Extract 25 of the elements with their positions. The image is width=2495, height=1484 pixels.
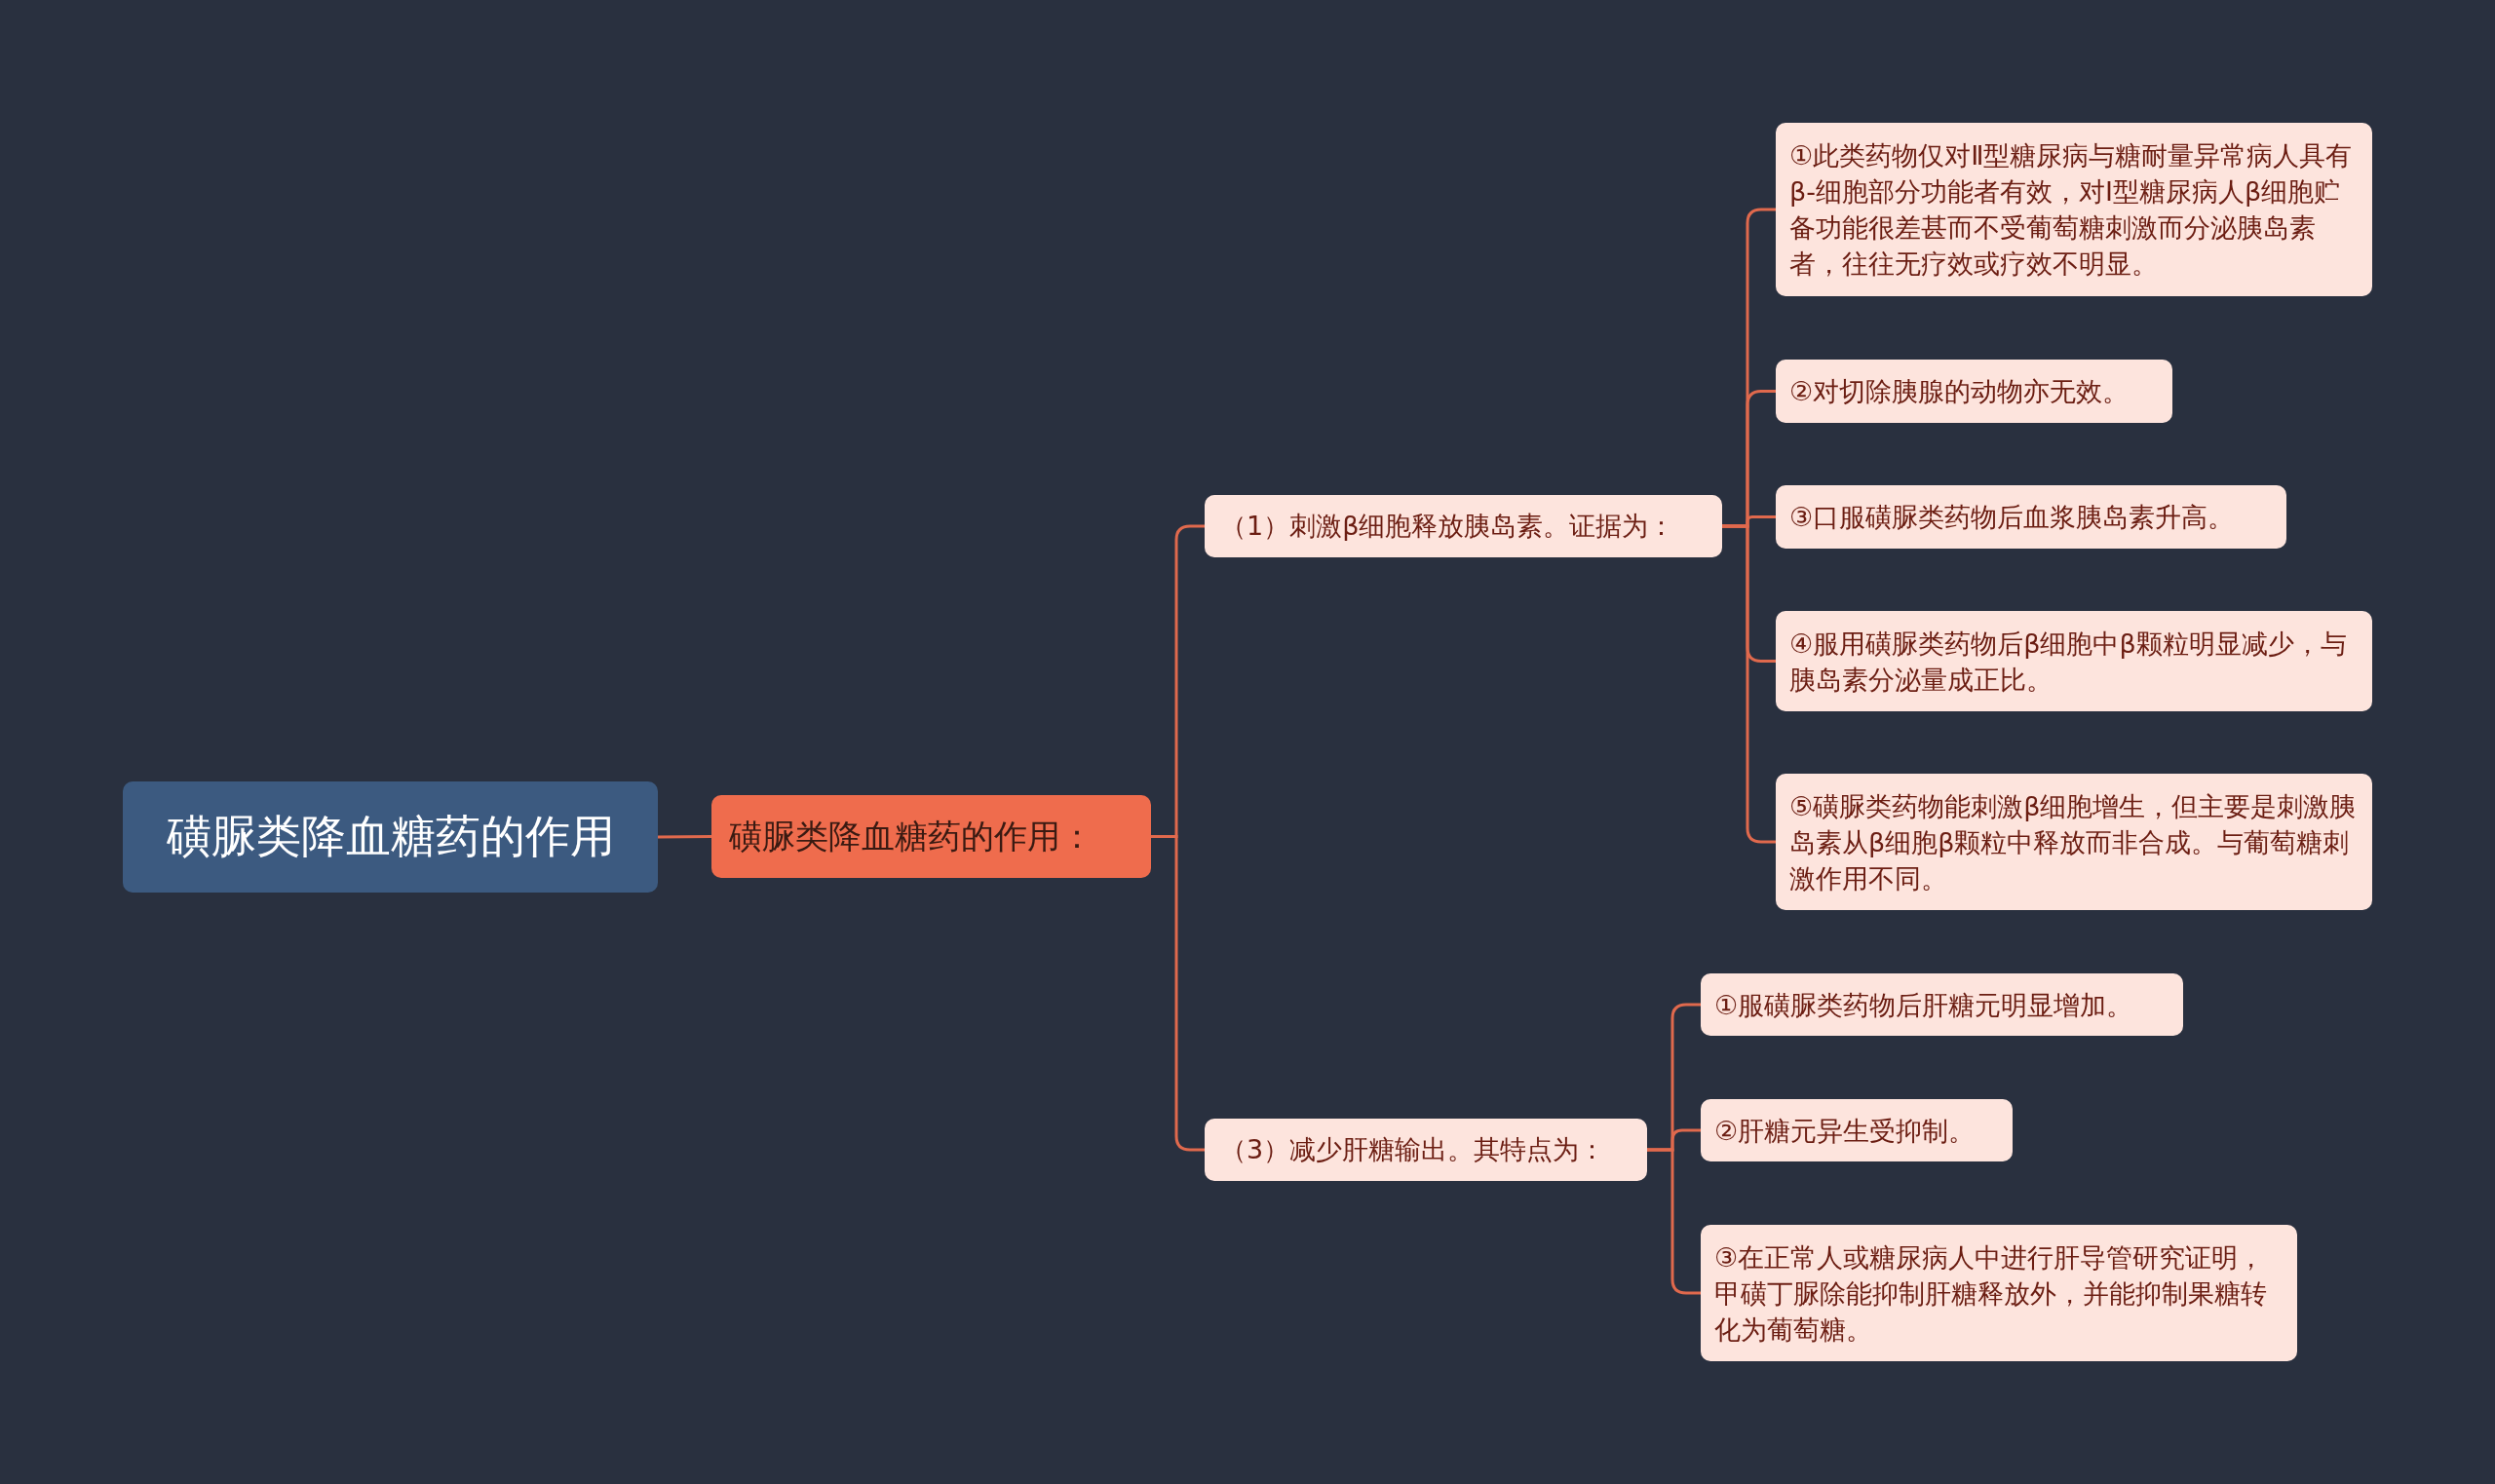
detail-box (1776, 123, 2372, 296)
node-text: ①此类药物仅对Ⅱ型糖尿病与糖耐量异常病人具有β-细胞部分功能者有效，对Ⅰ型糖尿病人β细胞贮备功能很差甚而不受葡萄糖刺激而分泌胰岛素者，往往无疗效或疗效不明显。 (1789, 139, 2354, 281)
detail-box (1701, 1225, 2297, 1361)
detail-box (1776, 611, 2372, 711)
node-text: 磺脲类降血糖药的作用： (729, 815, 1094, 857)
node-text: （1）刺激β细胞释放胰岛素。证据为： (1220, 510, 1675, 543)
node-text: ④服用磺脲类药物后β细胞中β颗粒明显减少，与胰岛素分泌量成正比。 (1789, 627, 2348, 697)
node-text: ②对切除胰腺的动物亦无效。 (1789, 375, 2130, 408)
node-text: ③在正常人或糖尿病人中进行肝导管研究证明，甲磺丁脲除能抑制肝糖释放外，并能抑制果糖转化为葡萄糖。 (1714, 1240, 2268, 1347)
detail-box (1776, 360, 2172, 423)
node-text: ②肝糖元异生受抑制。 (1714, 1114, 1976, 1148)
node-text: ③口服磺脲类药物后血浆胰岛素升高。 (1789, 501, 2235, 534)
detail-box (1776, 774, 2372, 910)
detail-box (1701, 1099, 2013, 1161)
node-text: （3）减少肝糖输出。其特点为： (1220, 1133, 1606, 1166)
detail-box (1776, 485, 2286, 549)
root-topic-box (123, 781, 658, 893)
subtopic-box (1205, 1119, 1647, 1181)
subtopic-box (1205, 495, 1722, 557)
detail-box (1701, 973, 2183, 1036)
node-text: 磺脲类降血糖药的作用 (166, 809, 615, 864)
node-text: ①服磺脲类药物后肝糖元明显增加。 (1714, 988, 2133, 1022)
main-topic-box (711, 795, 1151, 878)
node-text: ⑤磺脲类药物能刺激β细胞增生，但主要是刺激胰岛素从β细胞β颗粒中释放而非合成。与葡萄糖刺激作用不同。 (1789, 789, 2358, 895)
connector-line (658, 835, 711, 839)
